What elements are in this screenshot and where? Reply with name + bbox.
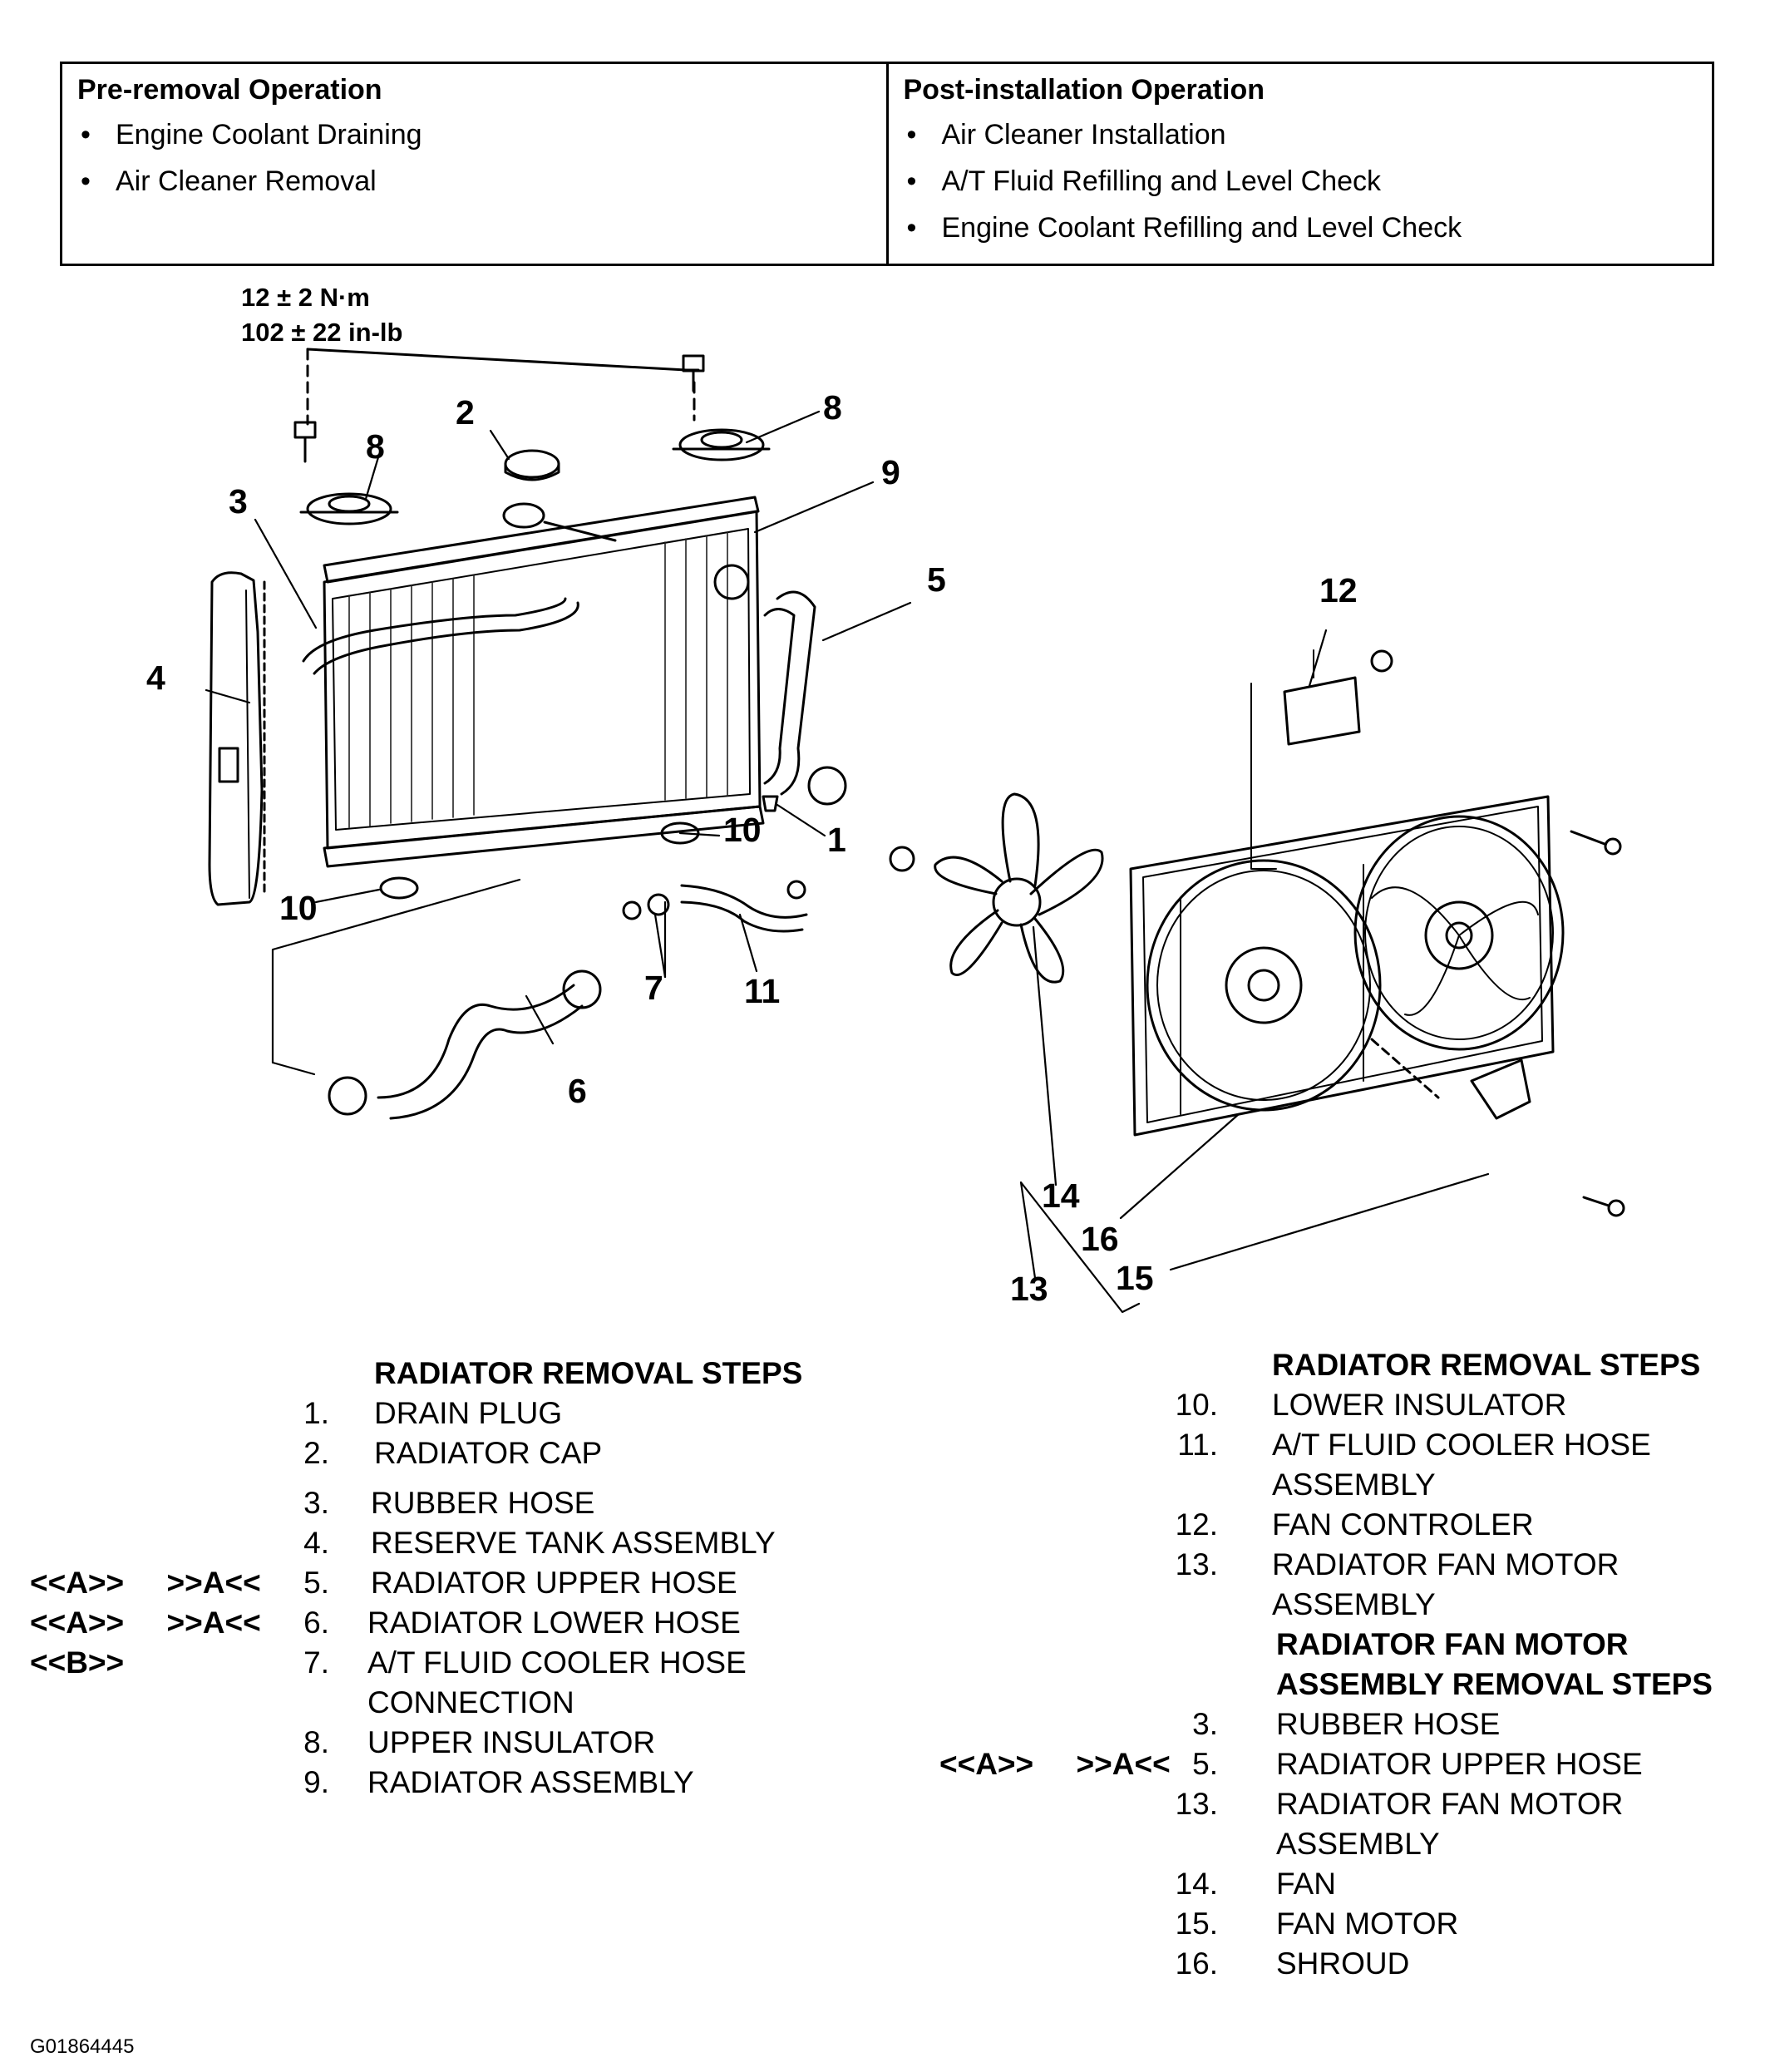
lower-insulator-icon <box>660 821 700 845</box>
pre-removal-title: Pre-removal Operation <box>77 74 382 106</box>
callout-11: 11 <box>744 972 781 1010</box>
callout-7: 7 <box>644 969 663 1007</box>
callout-6: 6 <box>568 1072 587 1110</box>
lower-insulator-icon <box>379 876 419 900</box>
callout-12: 12 <box>1319 571 1358 609</box>
fan-motor-steps-title: RADIATOR FAN MOTOR ASSEMBLY REMOVAL STEP… <box>1276 1627 1713 1701</box>
reserve-tank-icon <box>208 571 266 906</box>
right-steps-title: RADIATOR REMOVAL STEPS <box>1272 1348 1701 1382</box>
callout-3: 3 <box>229 482 248 520</box>
callout-4: 4 <box>146 659 165 697</box>
callout-9: 9 <box>881 453 900 491</box>
post-installation-item: Engine Coolant Refilling and Level Check <box>904 205 1698 251</box>
callout-2: 2 <box>456 393 475 432</box>
pre-removal-item: Air Cleaner Removal <box>77 158 871 205</box>
step-row: 8. UPPER INSULATOR <box>303 1725 656 1759</box>
exploded-diagram <box>205 348 1625 1314</box>
step-row: 14. FAN <box>1175 1867 1336 1901</box>
right-steps: RADIATOR REMOVAL STEPS 10. LOWER INSULAT… <box>915 1345 1763 1984</box>
upper-hose-icon <box>713 564 847 806</box>
callout-10-left: 10 <box>279 889 318 927</box>
callout-1: 1 <box>827 821 846 859</box>
callout-15: 15 <box>1116 1259 1154 1297</box>
radiator-cap-icon <box>504 449 560 481</box>
left-steps: RADIATOR REMOVAL STEPS 1. DRAIN PLUG 2. … <box>0 1354 915 1803</box>
torque-metric: 12 ± 2 N·m <box>241 283 370 312</box>
step-row: 13. RADIATOR FAN MOTOR ASSEMBLY <box>1175 1547 1620 1621</box>
upper-insulator-icon <box>672 428 771 461</box>
step-row: 12. FAN CONTROLER <box>1175 1507 1534 1542</box>
bolt-icon <box>682 354 705 392</box>
step-row: <<A>> >>A<< 5. RADIATOR UPPER HOSE <box>939 1747 1643 1781</box>
callout-10-right: 10 <box>723 811 762 849</box>
drain-plug-icon <box>762 795 779 812</box>
step-row: 2. RADIATOR CAP <box>303 1436 603 1470</box>
post-installation-item: A/T Fluid Refilling and Level Check <box>904 158 1698 205</box>
fan-icon <box>889 792 1104 984</box>
step-row: <<B>> 7. A/T FLUID COOLER HOSE CONNECTIO… <box>30 1645 747 1719</box>
post-installation-item: Air Cleaner Installation <box>904 111 1698 158</box>
step-row: <<A>> >>A<< 6. RADIATOR LOWER HOSE <box>30 1606 741 1640</box>
bolt-icon <box>293 421 317 463</box>
step-row: 10. LOWER INSULATOR <box>1175 1388 1567 1422</box>
rubber-hose-icon <box>302 597 579 675</box>
post-installation-list: Air Cleaner Installation A/T Fluid Refil… <box>904 111 1698 251</box>
radiator-assembly <box>323 496 765 868</box>
step-row: 16. SHROUD <box>1175 1946 1410 1981</box>
pre-removal-item: Engine Coolant Draining <box>77 111 871 158</box>
callout-leaders-right <box>1019 629 1490 1314</box>
callout-5: 5 <box>927 560 946 599</box>
callout-8-right: 8 <box>823 388 842 427</box>
post-installation-column: Post-installation Operation Air Cleaner … <box>885 64 1713 264</box>
step-row: 11. A/T FLUID COOLER HOSE ASSEMBLY <box>1177 1428 1651 1502</box>
callout-leaders <box>205 410 912 1076</box>
step-row: 15. FAN MOTOR <box>1175 1907 1459 1941</box>
pre-removal-column: Pre-removal Operation Engine Coolant Dra… <box>62 64 886 264</box>
step-row: 4. RESERVE TANK ASSEMBLY <box>303 1526 776 1560</box>
left-steps-title: RADIATOR REMOVAL STEPS <box>374 1356 803 1390</box>
step-row: 9. RADIATOR ASSEMBLY <box>303 1765 694 1799</box>
callout-16: 16 <box>1081 1220 1119 1258</box>
upper-insulator-icon <box>299 492 399 525</box>
callout-13: 13 <box>1010 1270 1048 1308</box>
radiator-fan-motor-assembly <box>1129 795 1625 1217</box>
pre-removal-list: Engine Coolant Draining Air Cleaner Remo… <box>77 111 871 205</box>
operations-table: Pre-removal Operation Engine Coolant Dra… <box>60 62 1714 266</box>
lower-hose-icon <box>328 969 602 1120</box>
figure-id: G01864445 <box>30 2035 135 2058</box>
torque-leader-lines <box>306 348 700 426</box>
cooler-hose-icon <box>622 880 808 933</box>
step-row: 3. RUBBER HOSE <box>1192 1707 1501 1741</box>
callout-8-left: 8 <box>366 427 385 466</box>
step-row: <<A>> >>A<< 5. RADIATOR UPPER HOSE <box>30 1566 737 1600</box>
step-row: 1. DRAIN PLUG <box>303 1396 563 1430</box>
step-row: 13. RADIATOR FAN MOTOR ASSEMBLY <box>1175 1787 1624 1861</box>
torque-imperial: 102 ± 22 in-lb <box>241 318 403 347</box>
post-installation-title: Post-installation Operation <box>903 74 1265 106</box>
callout-14: 14 <box>1042 1177 1080 1215</box>
step-row: 3. RUBBER HOSE <box>303 1486 595 1520</box>
